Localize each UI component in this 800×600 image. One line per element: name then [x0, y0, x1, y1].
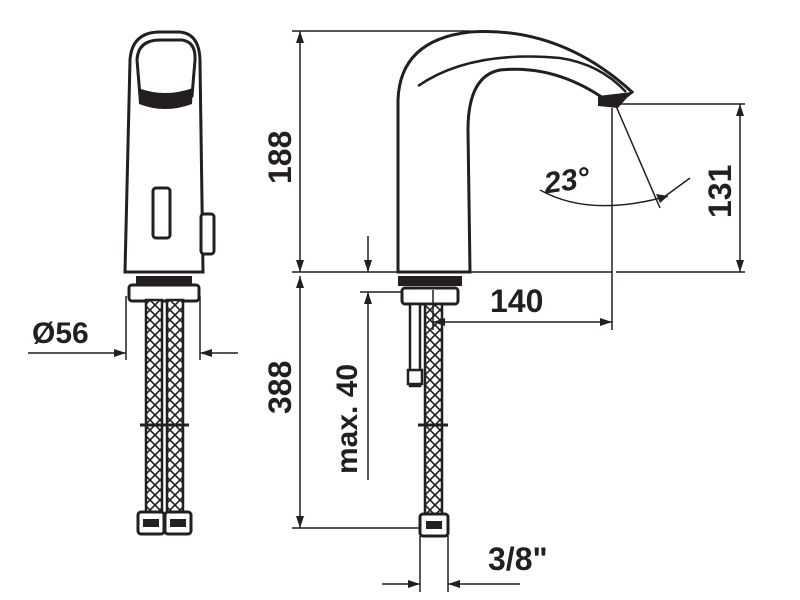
side-view [396, 30, 635, 538]
front-view [123, 30, 216, 536]
side-button [199, 212, 216, 256]
sensor-slot [151, 186, 172, 240]
threaded-rod [408, 302, 422, 388]
deck-max-40-label: max. 40 [331, 364, 364, 474]
sensor-window-front [138, 88, 193, 109]
faucet-spout-side [396, 30, 635, 274]
diameter-label: Ø56 [32, 317, 89, 350]
thread-3-8-label: 3/8" [488, 541, 548, 577]
hose-right [165, 298, 185, 514]
height-188-label: 188 [262, 131, 298, 184]
hose-388-dimension: 388 [262, 276, 304, 528]
hose-388-label: 388 [262, 361, 298, 414]
reach-140-label: 140 [490, 283, 543, 319]
diameter-dimension: Ø56 [28, 296, 238, 360]
deck-max-40-dimension: max. 40 [331, 236, 402, 480]
drop-131-label: 131 [702, 165, 738, 218]
hose-side [423, 302, 444, 518]
base-plate-side [398, 276, 462, 286]
thread-3-8-dimension: 3/8" [382, 536, 548, 592]
reach-140-dimension: 140 [432, 108, 613, 330]
spout-tip [598, 92, 632, 108]
base-nut-front [127, 283, 201, 303]
base-nut-side [400, 286, 460, 306]
height-188-dimension: 188 [262, 31, 304, 272]
reference-lines [292, 30, 745, 529]
angle-23-dimension: 23° [539, 105, 691, 209]
drop-131-dimension: 131 [702, 104, 744, 272]
angle-23-label: 23° [541, 161, 593, 200]
hose-left [144, 298, 164, 514]
